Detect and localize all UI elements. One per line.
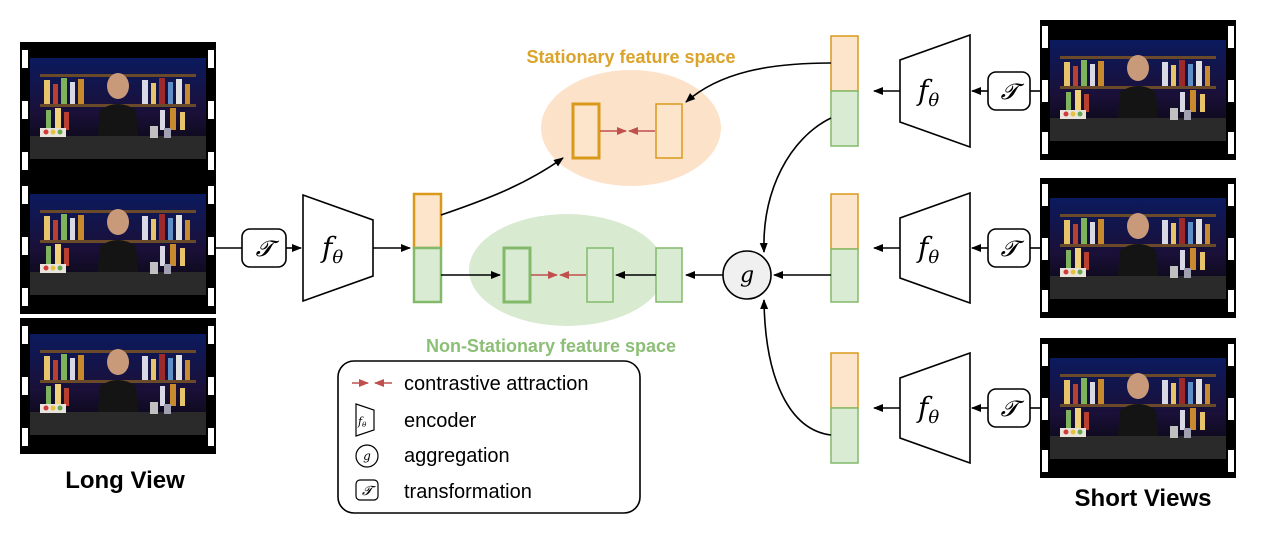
nonstationary-feature [412, 246, 443, 304]
long-view-frame [20, 318, 216, 454]
transformation-box: 𝓣 [241, 228, 287, 268]
stationary-feature [830, 35, 859, 92]
nonstationary-space-label: Non-Stationary feature space [426, 336, 676, 356]
short-view-frame [1040, 20, 1236, 160]
long-stationary-embedding [571, 102, 601, 160]
svg-text:fθ: fθ [357, 415, 367, 429]
aggregation-node: g [722, 250, 772, 300]
stationary-feature [830, 193, 859, 250]
long-view-feature-vector [412, 192, 443, 304]
short-view-pipeline: 𝓣 fθ [830, 351, 1040, 465]
nonstationary-feature [830, 90, 859, 147]
stationary-feature-space [541, 70, 721, 186]
long-view-frame [20, 42, 216, 178]
legend: contrastive attraction fθ encoder g aggr… [337, 360, 641, 514]
short-stationary-embedding [655, 103, 683, 159]
legend-label: encoder [404, 410, 477, 432]
legend-box [337, 360, 641, 514]
stationary-space-label: Stationary feature space [526, 47, 735, 67]
svg-text:g: g [363, 449, 371, 463]
projected-nonstationary-embedding [655, 247, 683, 303]
aggregated-nonstationary-embedding [586, 247, 614, 303]
long-view-frame [20, 178, 216, 314]
short-views-label: Short Views [1075, 485, 1212, 512]
encoder-short [899, 351, 971, 465]
long-view-label: Long View [65, 467, 185, 494]
legend-label: transformation [404, 481, 532, 503]
nonstationary-feature [830, 248, 859, 303]
encoder-icon: fθ [355, 403, 375, 437]
aggregation-icon: g [740, 263, 754, 288]
stationary-feature [830, 352, 859, 409]
transformation-icon: 𝓣 [355, 479, 379, 501]
arrow [440, 157, 564, 216]
short-view-frame [1040, 338, 1236, 478]
short-view-pipeline: 𝓣 fθ [830, 33, 1040, 149]
arrow [759, 117, 832, 253]
nonstationary-feature [830, 407, 859, 464]
aggregation-icon: g [355, 444, 379, 468]
stationary-feature [412, 192, 443, 250]
encoder-short [899, 33, 971, 149]
arrow [685, 62, 832, 103]
encoder-long: fθ [302, 193, 374, 303]
nonstationary-feature-space [469, 214, 665, 326]
legend-label: aggregation [404, 445, 510, 467]
encoder-short [899, 191, 971, 305]
arrow [760, 299, 832, 436]
short-view-frame [1040, 178, 1236, 318]
long-view-filmstrip [20, 42, 216, 454]
long-nonstationary-embedding [502, 246, 532, 304]
legend-label: contrastive attraction [404, 373, 589, 395]
short-view-pipeline: 𝓣 fθ [830, 191, 1040, 305]
